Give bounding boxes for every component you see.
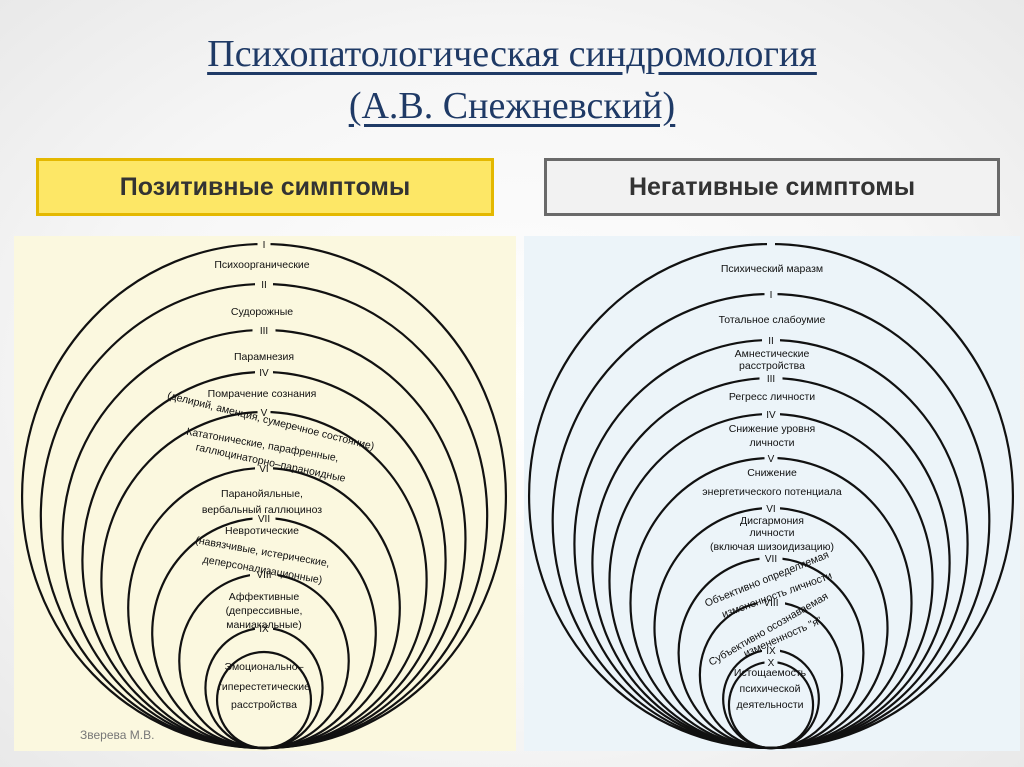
neg-numeral-VII: VII <box>765 554 777 565</box>
pos-numeral-I: I <box>263 240 266 251</box>
neg-numeral-bg-IV <box>762 408 780 420</box>
pos-numeral-III: III <box>260 326 268 337</box>
neg-label-7: Регресс личности <box>729 391 815 403</box>
neg-numeral-bg-X <box>764 656 778 668</box>
pos-numeral-II: II <box>261 280 267 291</box>
neg-numeral-X: X <box>768 658 775 669</box>
neg-numeral-bg-IX <box>762 644 780 656</box>
neg-numeral-bg-V <box>764 452 778 464</box>
pos-numeral-VIII: VIII <box>256 570 271 581</box>
neg-numeral-bg-II <box>762 334 780 346</box>
neg-label-1: Истощаемость <box>734 667 807 679</box>
neg-numeral-bg-III <box>759 372 783 384</box>
neg-numeral-IX: IX <box>766 646 776 657</box>
pos-numeral-bg-III <box>252 324 276 336</box>
title-line-1: Психопатологическая синдромология <box>207 33 817 75</box>
pos-label-1c: расстройства <box>231 699 297 711</box>
pos-label-1: Эмоционально– <box>225 661 304 673</box>
pos-label-7: Парамнезия <box>234 351 294 363</box>
negative-symptoms-header: Негативные симптомы <box>544 158 1000 216</box>
pos-label-9: Психоорганические <box>214 259 309 271</box>
neg-label-9: Тотальное слабоумие <box>719 314 826 326</box>
positive-symptoms-header: Позитивные симптомы <box>36 158 494 216</box>
pos-numeral-bg-IX <box>255 622 273 634</box>
neg-label-1c: деятельности <box>737 699 804 711</box>
pos-numeral-bg-II <box>255 278 273 290</box>
neg-numeral-VIII: VIII <box>763 598 778 609</box>
pos-label-2c: маниакальные) <box>226 619 302 631</box>
neg-numeral-II: II <box>768 336 774 347</box>
neg-label-6b: личности <box>749 437 794 449</box>
neg-numeral-bg-VII <box>759 552 783 564</box>
neg-label-8: Амнестические <box>735 348 810 360</box>
neg-numeral-I: I <box>770 290 773 301</box>
pos-label-8: Судорожные <box>231 306 293 318</box>
pos-label-1b: гиперестетические <box>218 681 310 693</box>
neg-label-5b: энергетического потенциала <box>702 486 842 498</box>
neg-numeral-V: V <box>768 454 775 465</box>
pos-numeral-IV: IV <box>259 368 269 379</box>
pos-numeral-V: V <box>261 408 268 419</box>
neg-numeral-bg-VIII <box>757 596 785 608</box>
slide-title: Психопатологическая синдромология (А.В. … <box>0 28 1024 132</box>
neg-label-4: Дисгармония <box>740 515 804 527</box>
pos-numeral-bg-VII <box>252 512 276 524</box>
pos-numeral-bg-VI <box>255 462 273 474</box>
pos-numeral-bg-IV <box>255 366 273 378</box>
neg-numeral-IV: IV <box>766 410 776 421</box>
neg-label-10: Психический маразм <box>721 263 823 275</box>
pos-label-4b: вербальный галлюциноз <box>202 504 322 516</box>
pos-numeral-bg-VIII <box>250 568 278 580</box>
pos-label-4: Паранойяльные, <box>221 488 303 500</box>
neg-label-4b: личности <box>749 527 794 539</box>
pos-numeral-VI: VI <box>259 464 268 475</box>
author-footer: Зверева М.В. <box>80 728 155 742</box>
neg-label-5: Снижение <box>747 467 797 479</box>
neg-label-6: Снижение уровня <box>729 423 815 435</box>
positive-panel <box>14 236 516 751</box>
neg-numeral-bg-VI <box>762 502 780 514</box>
neg-label-8b: расстройства <box>739 360 805 372</box>
pos-numeral-bg-I <box>257 238 271 250</box>
pos-label-2: Аффективные <box>229 591 300 603</box>
neg-numeral-bg-I <box>764 288 778 300</box>
neg-numeral-III: III <box>767 374 775 385</box>
negative-labels: Психический маразм Тотальное слабоумие А… <box>702 263 842 711</box>
neg-label-4c: (включая шизоидизацию) <box>710 541 834 553</box>
pos-numeral-IX: IX <box>259 624 269 635</box>
neg-label-1b: психической <box>740 683 801 695</box>
pos-label-2b: (депрессивные, <box>226 605 303 617</box>
pos-label-3: Невротические <box>225 525 299 537</box>
neg-numeral-VI: VI <box>766 504 775 515</box>
title-line-2: (А.В. Снежневский) <box>348 85 676 127</box>
pos-numeral-VII: VII <box>258 514 270 525</box>
pos-numeral-bg-V <box>257 406 271 418</box>
neg-numeral-bg- <box>767 238 775 250</box>
pos-label-6: Помрачение сознания <box>208 388 317 400</box>
pos-circle-10 <box>215 650 313 750</box>
